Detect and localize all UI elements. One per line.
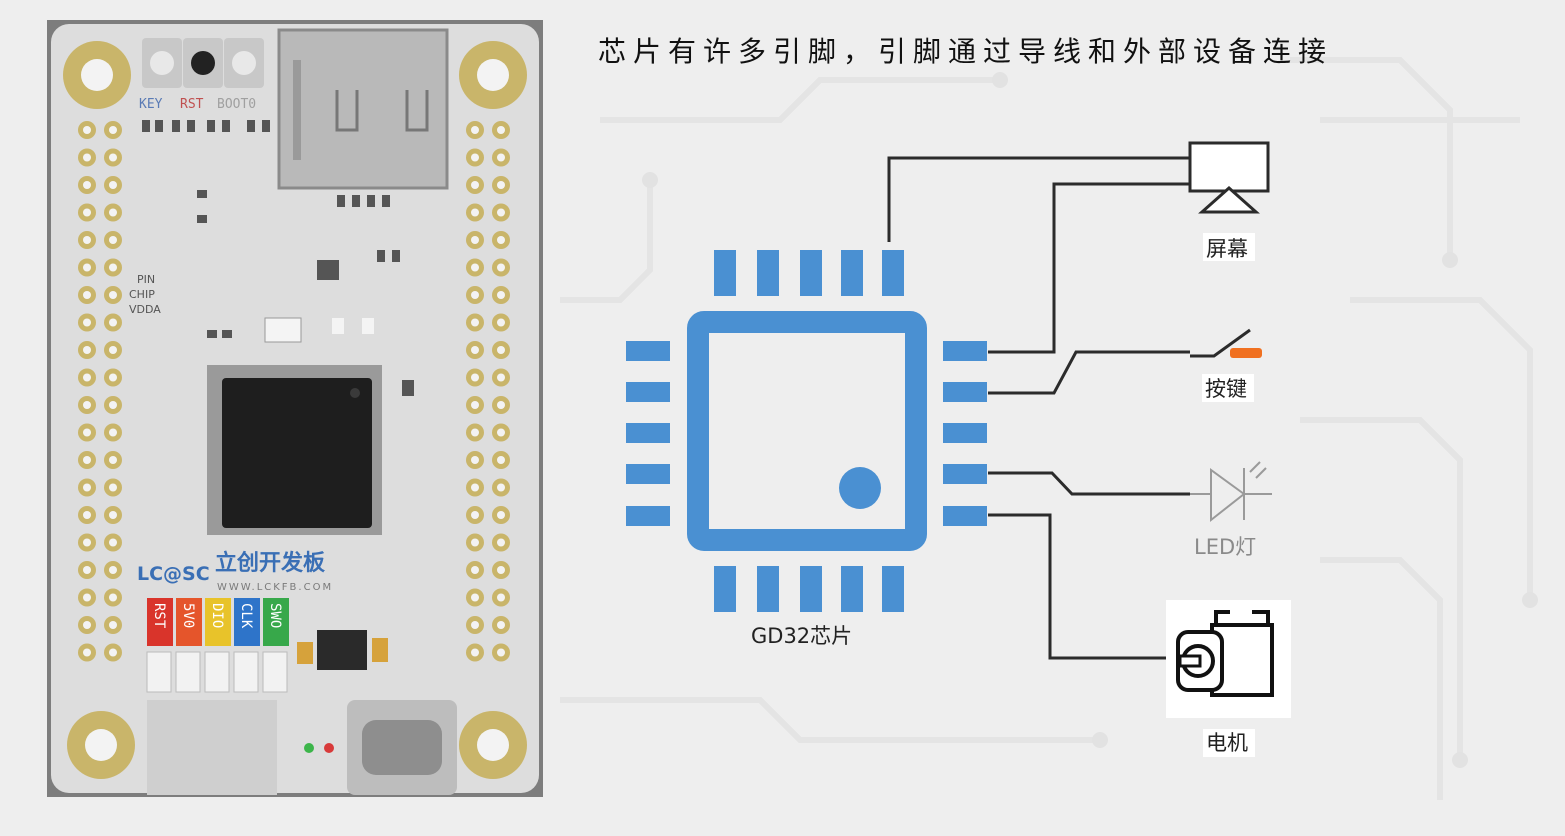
chip-label: CHIP bbox=[129, 288, 155, 301]
regulator bbox=[317, 630, 367, 670]
sd-card-slot bbox=[277, 28, 449, 190]
chip-pin-bottom bbox=[757, 566, 779, 612]
chip-pin-right bbox=[943, 341, 987, 361]
header-pins-left bbox=[78, 121, 122, 662]
chip-pin-bottom bbox=[714, 566, 736, 612]
chip-pin-bottom bbox=[800, 566, 822, 612]
boot0-label: BOOT0 bbox=[217, 97, 256, 112]
debug-pin-pad bbox=[262, 651, 288, 693]
debug-pin-pad bbox=[233, 651, 259, 693]
debug-pin-color-block bbox=[147, 598, 173, 646]
chip-pin-top bbox=[882, 250, 904, 296]
page-title: 芯片有许多引脚，引脚通过导线和外部设备连接 bbox=[598, 35, 1334, 68]
switch-icon bbox=[1190, 328, 1262, 358]
key-label: KEY bbox=[139, 97, 163, 112]
brand-name: 立创开发板 bbox=[215, 550, 326, 576]
wire-motor bbox=[988, 513, 1168, 660]
device-label-screen: 屏幕 bbox=[1206, 237, 1248, 261]
chip-pin-bottom bbox=[882, 566, 904, 612]
chip-icon bbox=[626, 250, 987, 612]
chip-pin-bottom bbox=[841, 566, 863, 612]
debug-pin-label: 5V0 bbox=[180, 603, 196, 628]
chip-pin-left bbox=[626, 382, 670, 402]
debug-pin-label: RST bbox=[151, 603, 167, 629]
debug-pin-color-block bbox=[176, 598, 202, 646]
debug-pin-label: DIO bbox=[209, 603, 225, 628]
chip-pin-top bbox=[714, 250, 736, 296]
vdda-label: VDDA bbox=[129, 303, 161, 316]
chip-pin-left bbox=[626, 341, 670, 361]
debug-pin-color-block bbox=[234, 598, 260, 646]
wire-screen-side bbox=[988, 182, 1190, 354]
chip-pin-left bbox=[626, 464, 670, 484]
wire-led bbox=[988, 471, 1190, 496]
chip-pin-right bbox=[943, 464, 987, 484]
chip-label: GD32芯片 bbox=[751, 624, 852, 648]
pin-label: PIN bbox=[137, 273, 155, 286]
chip-pin-right bbox=[943, 382, 987, 402]
chip-pin-right bbox=[943, 423, 987, 443]
chip-pin-right bbox=[943, 506, 987, 526]
mounting-hole bbox=[63, 41, 131, 109]
chip-pin-top bbox=[800, 250, 822, 296]
mounting-hole bbox=[459, 41, 527, 109]
mcu-chip bbox=[207, 365, 382, 535]
mounting-hole bbox=[67, 711, 135, 779]
chip-pin-top bbox=[757, 250, 779, 296]
usb-c-port bbox=[347, 700, 457, 795]
chip-pin-top bbox=[841, 250, 863, 296]
debug-pin-pad bbox=[204, 651, 230, 693]
debug-pin-label: CLK bbox=[238, 603, 254, 629]
debug-pin-color-block bbox=[205, 598, 231, 646]
brand-url: WWW.LCKFB.COM bbox=[217, 582, 333, 593]
debug-pin-pad bbox=[175, 651, 201, 693]
led-diode-icon bbox=[1190, 461, 1272, 523]
debug-pin-color-block bbox=[263, 598, 289, 646]
debug-pin-pad bbox=[146, 651, 172, 693]
wire-screen-top bbox=[887, 156, 1190, 242]
mounting-hole bbox=[459, 711, 527, 779]
chip-pin-left bbox=[626, 423, 670, 443]
header-pins-right bbox=[466, 121, 510, 662]
device-label-motor: 电机 bbox=[1206, 731, 1248, 755]
device-label-led: LED灯 bbox=[1194, 535, 1256, 559]
rst-label: RST bbox=[180, 97, 204, 112]
debug-header: RST 5V0 DIO CLK SWO bbox=[146, 598, 289, 693]
debug-pin-label: SWO bbox=[267, 603, 283, 628]
device-label-switch: 按键 bbox=[1205, 377, 1247, 401]
chip-pin-left bbox=[626, 506, 670, 526]
dev-board-image: KEY RST BOOT0 PIN CHIP VDDA LC@SC 立创开发板 … bbox=[47, 20, 543, 797]
display-icon bbox=[1188, 141, 1270, 214]
brand-logo: LC@SC bbox=[137, 563, 210, 585]
wire-switch bbox=[988, 350, 1190, 395]
motor-icon bbox=[1166, 600, 1291, 718]
